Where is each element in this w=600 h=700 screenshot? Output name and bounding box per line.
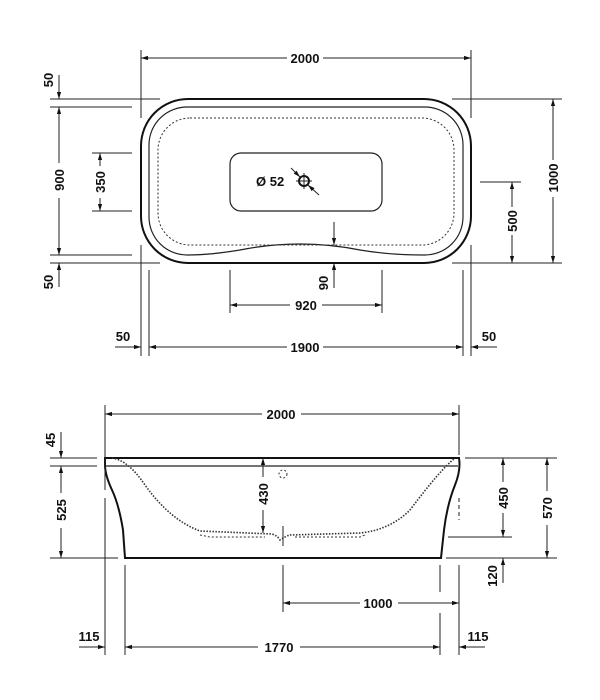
drain-diameter-label: Ø 52 [256, 174, 284, 189]
top-inner-length: 1900 [291, 340, 320, 355]
tub-side-profile [104, 457, 461, 559]
top-overall-length: 2000 [291, 51, 320, 66]
overflow-icon [278, 469, 288, 479]
top-inner-width: 900 [52, 169, 67, 191]
top-rim-right: 50 [482, 329, 496, 344]
side-view: 2000 45 525 430 450 570 120 [43, 405, 557, 655]
tub-inner-rim [148, 106, 464, 256]
tub-outer-rim [140, 98, 472, 264]
side-overall-height: 570 [540, 497, 555, 519]
top-rim-bottom: 50 [41, 275, 56, 289]
top-rim-left: 50 [116, 329, 130, 344]
side-foot-offset-left: 115 [79, 629, 100, 644]
side-depth-450: 450 [496, 487, 511, 509]
tub-basin-dotted [157, 117, 455, 246]
top-recess-offset: 90 [316, 276, 331, 290]
top-rim-top: 50 [41, 73, 56, 87]
side-drain-to-end: 1000 [364, 596, 393, 611]
top-recess-to-edge: 500 [505, 210, 520, 232]
top-recess-length: 920 [295, 298, 317, 313]
tub-basin-side-dotted [111, 457, 456, 542]
side-overall-length: 2000 [267, 407, 296, 422]
side-foot-offset-right: 115 [468, 629, 489, 644]
side-body-height: 525 [54, 499, 69, 521]
side-base-clearance: 120 [485, 565, 500, 587]
side-rim-thickness: 45 [43, 433, 58, 447]
top-recess-height: 350 [93, 171, 108, 193]
side-inner-depth: 430 [256, 483, 271, 505]
tub-floor-dotted [199, 534, 366, 538]
top-view: Ø 52 2000 50 900 50 [41, 50, 562, 356]
drain-icon [290, 167, 320, 196]
drain-recess [229, 152, 383, 212]
side-base-length: 1770 [265, 640, 294, 655]
top-overall-width: 1000 [546, 164, 561, 193]
